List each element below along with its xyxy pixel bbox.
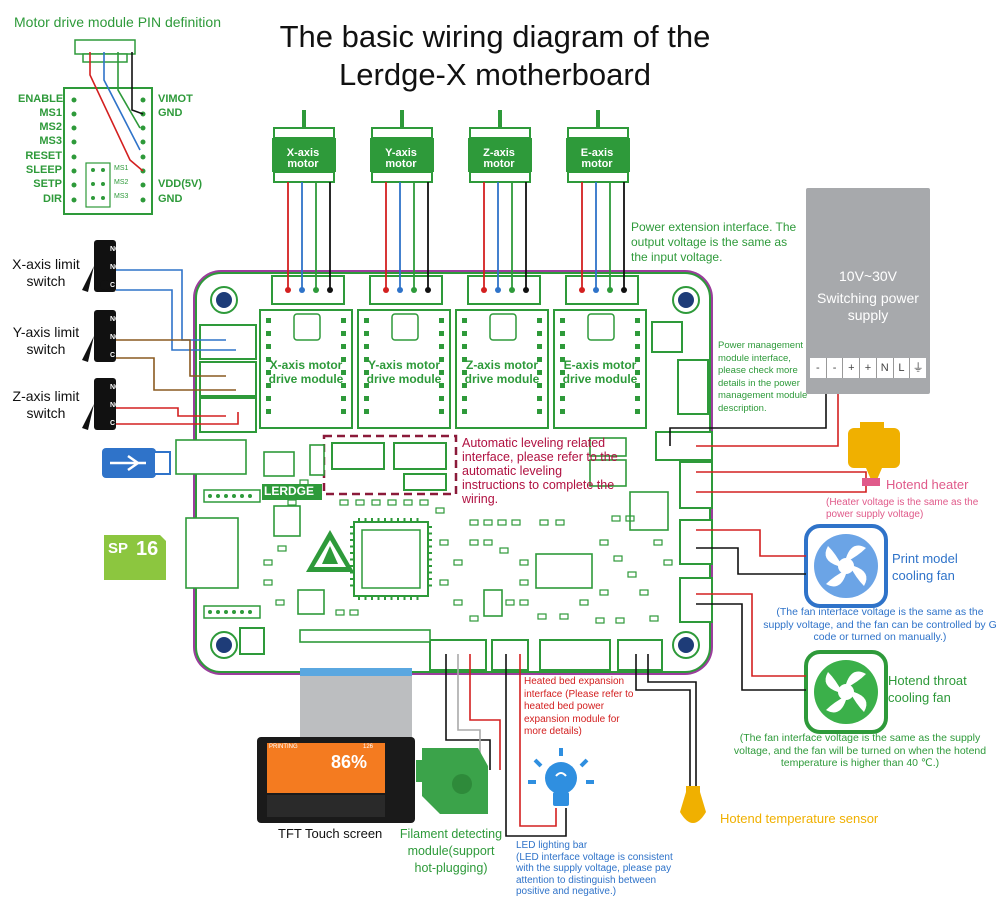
auto-leveling-note: Automatic leveling related interface, pl… bbox=[462, 436, 618, 506]
psu-label: Switching power supply bbox=[817, 290, 919, 323]
limit-switches bbox=[82, 240, 239, 430]
e-motor-label: E-axis motor bbox=[580, 147, 614, 170]
pin-definition-module bbox=[63, 39, 153, 215]
led-bulb-graphic bbox=[528, 748, 594, 806]
z-motor-label: Z-axis motor bbox=[483, 147, 515, 170]
psu-terminals: - - + + N L ⏚ bbox=[810, 358, 926, 378]
temp-sensor-graphic bbox=[680, 786, 706, 823]
usb-stick bbox=[102, 448, 171, 478]
hotend-heater-note: (Heater voltage is the same as the power… bbox=[826, 497, 979, 520]
hotend-heater-graphic bbox=[848, 422, 900, 482]
pin-definition-title: Motor drive module PIN definition bbox=[14, 14, 221, 30]
temp-sensor-label: Hotend temperature sensor bbox=[720, 811, 879, 826]
hotend-heater-label: Hotend heater bbox=[886, 477, 969, 492]
z-drive-module-label: Z-axis motor drive module bbox=[464, 358, 540, 386]
switching-power-supply: 10V~30V Switching power supply - - + + N… bbox=[806, 188, 930, 394]
power-management-note: Power management module interface, pleas… bbox=[718, 340, 808, 414]
filament-module-graphic bbox=[416, 748, 488, 814]
filament-module-label: Filament detecting module(support hot-pl… bbox=[399, 827, 503, 875]
sd-card-size: 16 bbox=[136, 538, 159, 560]
page-title: The basic wiring diagram of the Lerdge-X… bbox=[279, 19, 711, 92]
y-drive-module-label: Y-axis motor drive module bbox=[366, 358, 442, 386]
power-extension-note: Power extension interface. The output vo… bbox=[631, 220, 797, 264]
throat-fan-graphic bbox=[804, 650, 888, 734]
tft-screen-graphic: PRINTING 126 86% bbox=[257, 737, 415, 823]
throat-fan-label: Hotend throat cooling fan bbox=[888, 673, 967, 705]
sd-card bbox=[104, 535, 166, 580]
motherboard bbox=[175, 270, 713, 675]
tft-label: TFT Touch screen bbox=[278, 826, 383, 841]
x-drive-module-label: X-axis motor drive module bbox=[268, 358, 344, 386]
psu-voltage: 10V~30V bbox=[839, 268, 897, 284]
led-bar-label: LED lighting bar (LED interface voltage … bbox=[516, 840, 673, 897]
board-logo: LERDGE bbox=[264, 484, 315, 498]
tft-percent: 86% bbox=[331, 752, 368, 772]
heated-bed-note: Heated bed expansion interface (Please r… bbox=[524, 676, 634, 737]
x-motor-label: X-axis motor bbox=[286, 147, 320, 170]
y-limit-switch-label: Y-axis limit switch bbox=[12, 324, 80, 357]
tft-button-bar bbox=[267, 795, 385, 817]
tft-brand: PRINTING bbox=[269, 744, 298, 750]
x-limit-switch-label: X-axis limit switch bbox=[12, 256, 80, 289]
print-fan-note: (The fan interface voltage is the same a… bbox=[763, 606, 997, 643]
y-motor-label: Y-axis motor bbox=[385, 147, 417, 170]
throat-fan-note: (The fan interface voltage is the same a… bbox=[733, 732, 987, 769]
tft-time: 126 bbox=[363, 744, 374, 750]
tft-display bbox=[267, 743, 385, 793]
e-drive-module-label: E-axis motor drive module bbox=[562, 358, 638, 386]
motors bbox=[272, 110, 630, 293]
print-fan-label: Print model cooling fan bbox=[892, 551, 958, 583]
print-fan-graphic bbox=[804, 524, 888, 608]
sd-card-brand: SP bbox=[108, 540, 129, 557]
z-limit-switch-label: Z-axis limit switch bbox=[12, 388, 80, 421]
